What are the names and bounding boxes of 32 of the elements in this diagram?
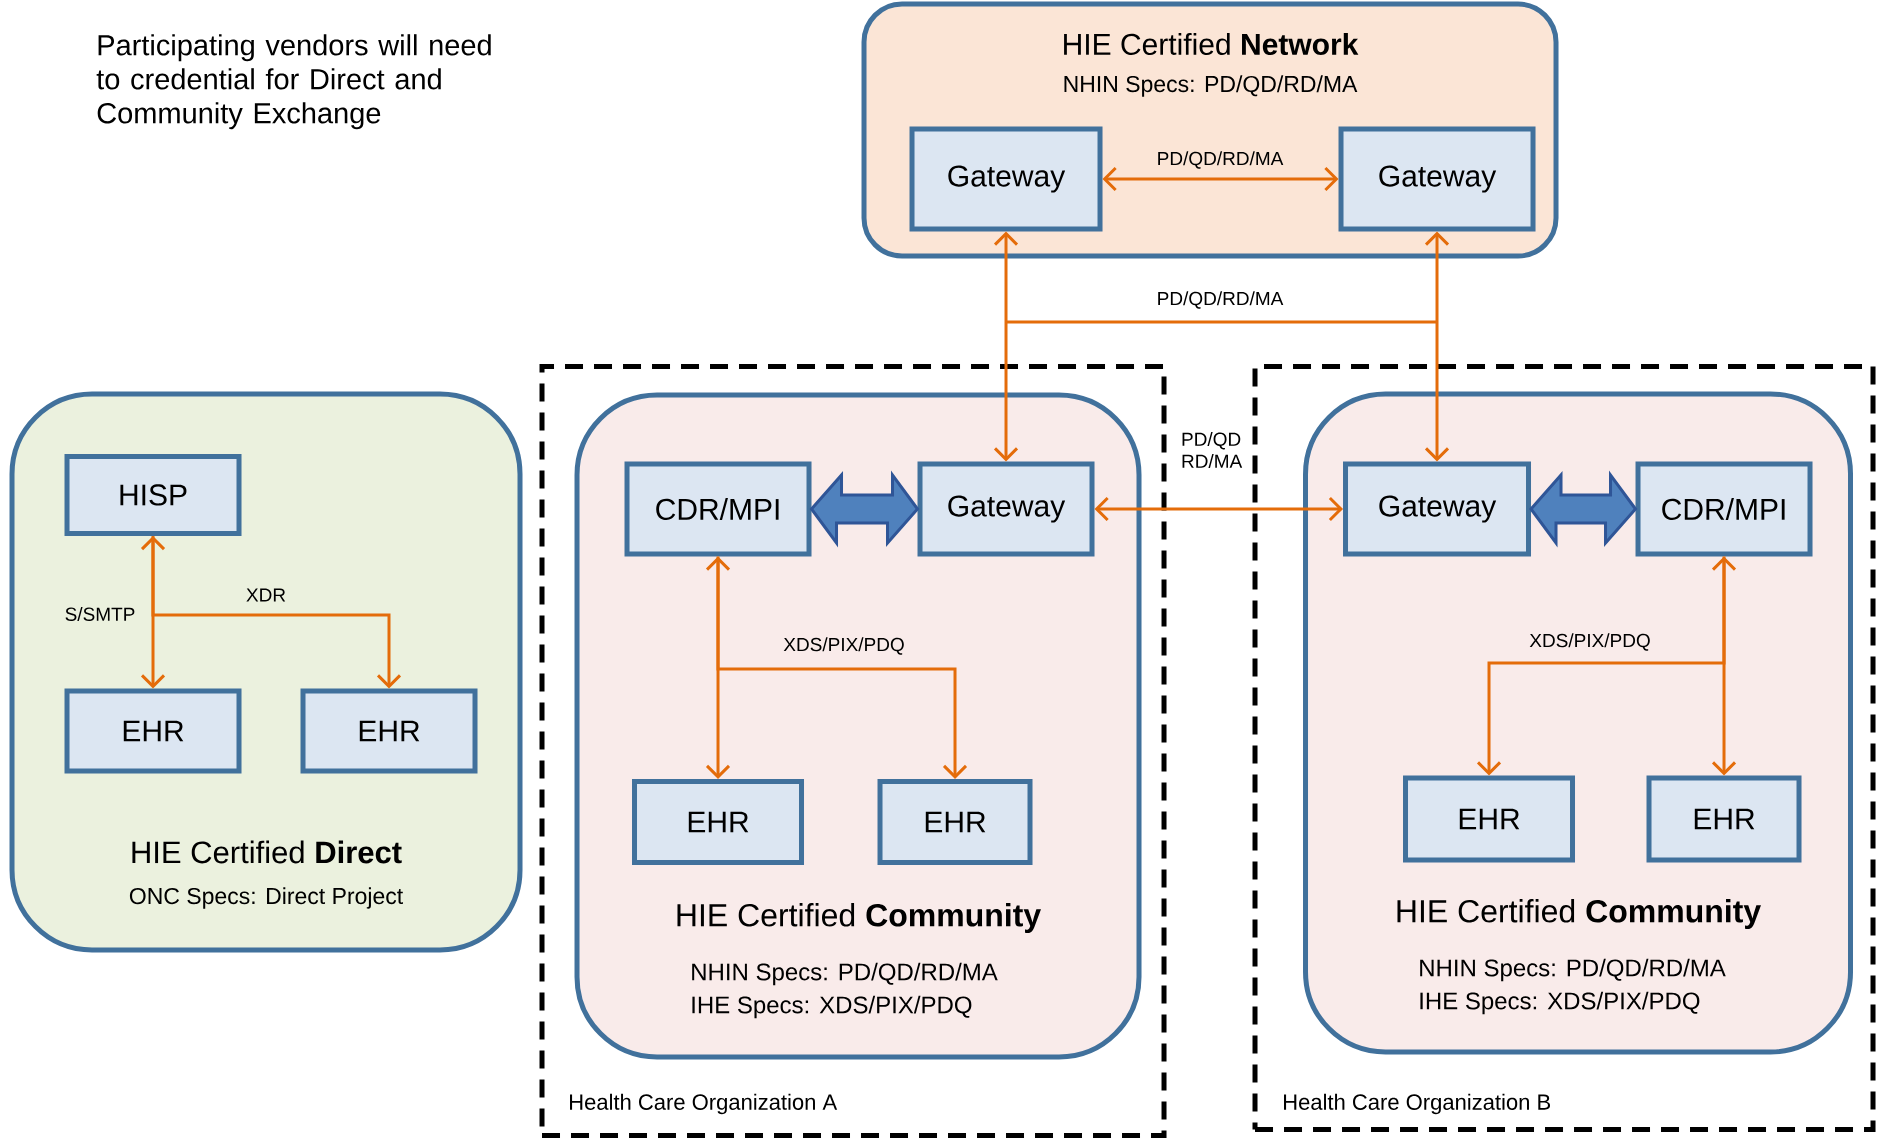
arrow: [1424, 231, 1450, 462]
arrow: [1711, 556, 1737, 776]
arrow: [993, 231, 1019, 462]
arrow: [140, 536, 166, 689]
arrow: [1102, 166, 1339, 192]
process-box: EHR: [300, 688, 478, 774]
note-text: Participating vendors will need to credential for Direct and Community Exchange: [96, 34, 491, 130]
arrow: [1476, 556, 1726, 776]
process-box: EHR: [64, 688, 242, 774]
process-box: EHR: [632, 779, 804, 865]
process-box: Gateway: [909, 126, 1103, 232]
process-box: HISP: [64, 454, 242, 536]
process-box: Gateway: [1338, 126, 1536, 232]
process-box: Gateway: [1343, 461, 1531, 557]
edge-label: PD/QD/RD/MA: [1154, 289, 1286, 311]
arrow: [1094, 496, 1343, 522]
arrow: [151, 536, 402, 689]
process-box: CDR/MPI: [624, 461, 812, 557]
process-box: CDR/MPI: [1635, 461, 1813, 557]
process-box: Gateway: [917, 461, 1095, 557]
edge-label: XDR: [243, 586, 289, 604]
arrow: [716, 556, 968, 779]
edge-label: PD/QD RD/MA: [1179, 430, 1243, 470]
edge-label: XDS/PIX/PDQ: [781, 635, 907, 657]
process-box: EHR: [1646, 775, 1802, 863]
edge-label: PD/QD/RD/MA: [1154, 149, 1286, 171]
edge-label: XDS/PIX/PDQ: [1527, 631, 1653, 653]
connector-line: [1006, 320, 1437, 324]
process-box: EHR: [877, 779, 1033, 865]
edge-label: S/SMTP: [62, 605, 138, 623]
process-box: EHR: [1403, 775, 1575, 863]
arrow: [705, 556, 731, 779]
